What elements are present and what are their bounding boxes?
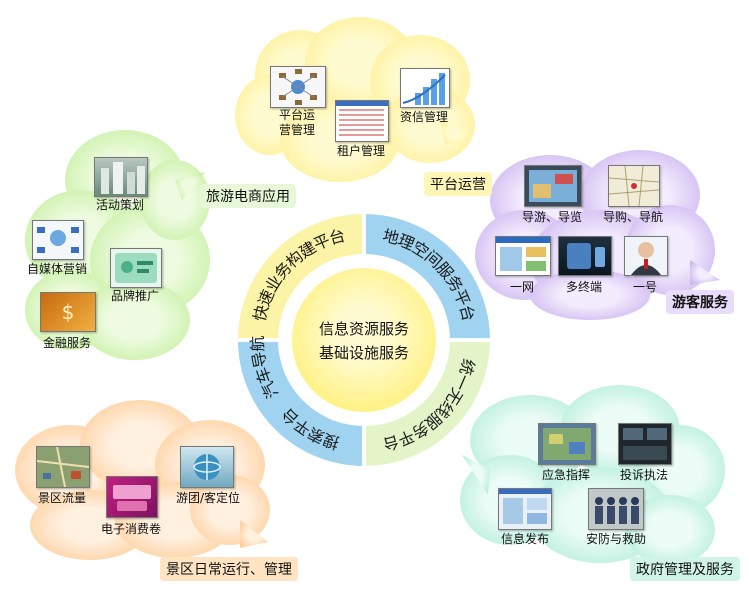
guide-tour-label: 导游、导览 [521, 210, 582, 224]
ring-sector-bottom-left [233, 338, 366, 471]
emergency-cmd-thumbnail [538, 423, 596, 465]
finance-thumbnail: $ [40, 292, 96, 332]
platform-caption: 平台运营 [424, 172, 492, 196]
complaint-law-thumbnail [618, 423, 672, 465]
security-rescue-label: 安防与救助 [585, 532, 646, 546]
one-network-label: 一网 [509, 280, 534, 294]
self-media-label: 自媒体营销 [26, 262, 87, 276]
scenic-caption: 景区日常运行、管理 [160, 557, 298, 581]
info-publish-thumbnail [498, 488, 552, 530]
platform-ops-label-line2: 营管理 [278, 123, 315, 137]
one-number-thumbnail [624, 236, 668, 276]
e-voucher-label: 电子消费卷 [100, 522, 161, 536]
event-planning-thumbnail [94, 157, 148, 197]
brand-promo-label: 品牌推广 [110, 289, 159, 303]
emergency-cmd-label: 应急指挥 [541, 468, 590, 482]
tenant-mgmt-thumbnail [335, 100, 389, 142]
credit-mgmt-label: 资信管理 [399, 110, 448, 124]
shop-nav-label: 导购、导航 [602, 210, 663, 224]
brand-promo-thumbnail [110, 248, 162, 288]
self-media-thumbnail [32, 220, 84, 260]
credit-mgmt-thumbnail [400, 68, 450, 108]
center-line1: 信息资源服务 [319, 320, 409, 338]
tourist-caption: 游客服务 [666, 290, 734, 314]
one-number-label: 一号 [632, 280, 657, 294]
group-locate-thumbnail [180, 446, 234, 488]
platform-ops-thumbnail [270, 66, 326, 108]
security-rescue-thumbnail [588, 488, 644, 530]
shop-nav-thumbnail [608, 165, 660, 207]
ecommerce-caption: 旅游电商应用 [200, 184, 296, 208]
scenic-flow-label: 景区流量 [37, 491, 86, 505]
center-line2: 基础设施服务 [319, 344, 409, 362]
guide-tour-thumbnail [524, 165, 582, 207]
event-planning-label: 活动策划 [95, 198, 144, 212]
multi-terminal-label: 多终端 [565, 280, 602, 294]
multi-terminal-thumbnail [558, 236, 612, 276]
platform-ops-label: 平台运 营管理 [270, 108, 324, 138]
info-publish-label: 信息发布 [500, 532, 549, 546]
gov-caption: 政府管理及服务 [630, 557, 740, 581]
scenic-flow-thumbnail [36, 446, 90, 488]
tenant-mgmt-label: 租户管理 [336, 144, 385, 158]
svg-text:$: $ [62, 300, 75, 324]
platform-ops-label-line1: 平台运 [278, 108, 315, 122]
e-voucher-thumbnail [106, 476, 158, 518]
complaint-law-label: 投诉执法 [619, 468, 668, 482]
center-disc [292, 268, 436, 412]
one-network-thumbnail [495, 236, 551, 276]
group-locate-label: 游团/客定位 [175, 491, 241, 505]
finance-label: 金融服务 [42, 336, 91, 350]
